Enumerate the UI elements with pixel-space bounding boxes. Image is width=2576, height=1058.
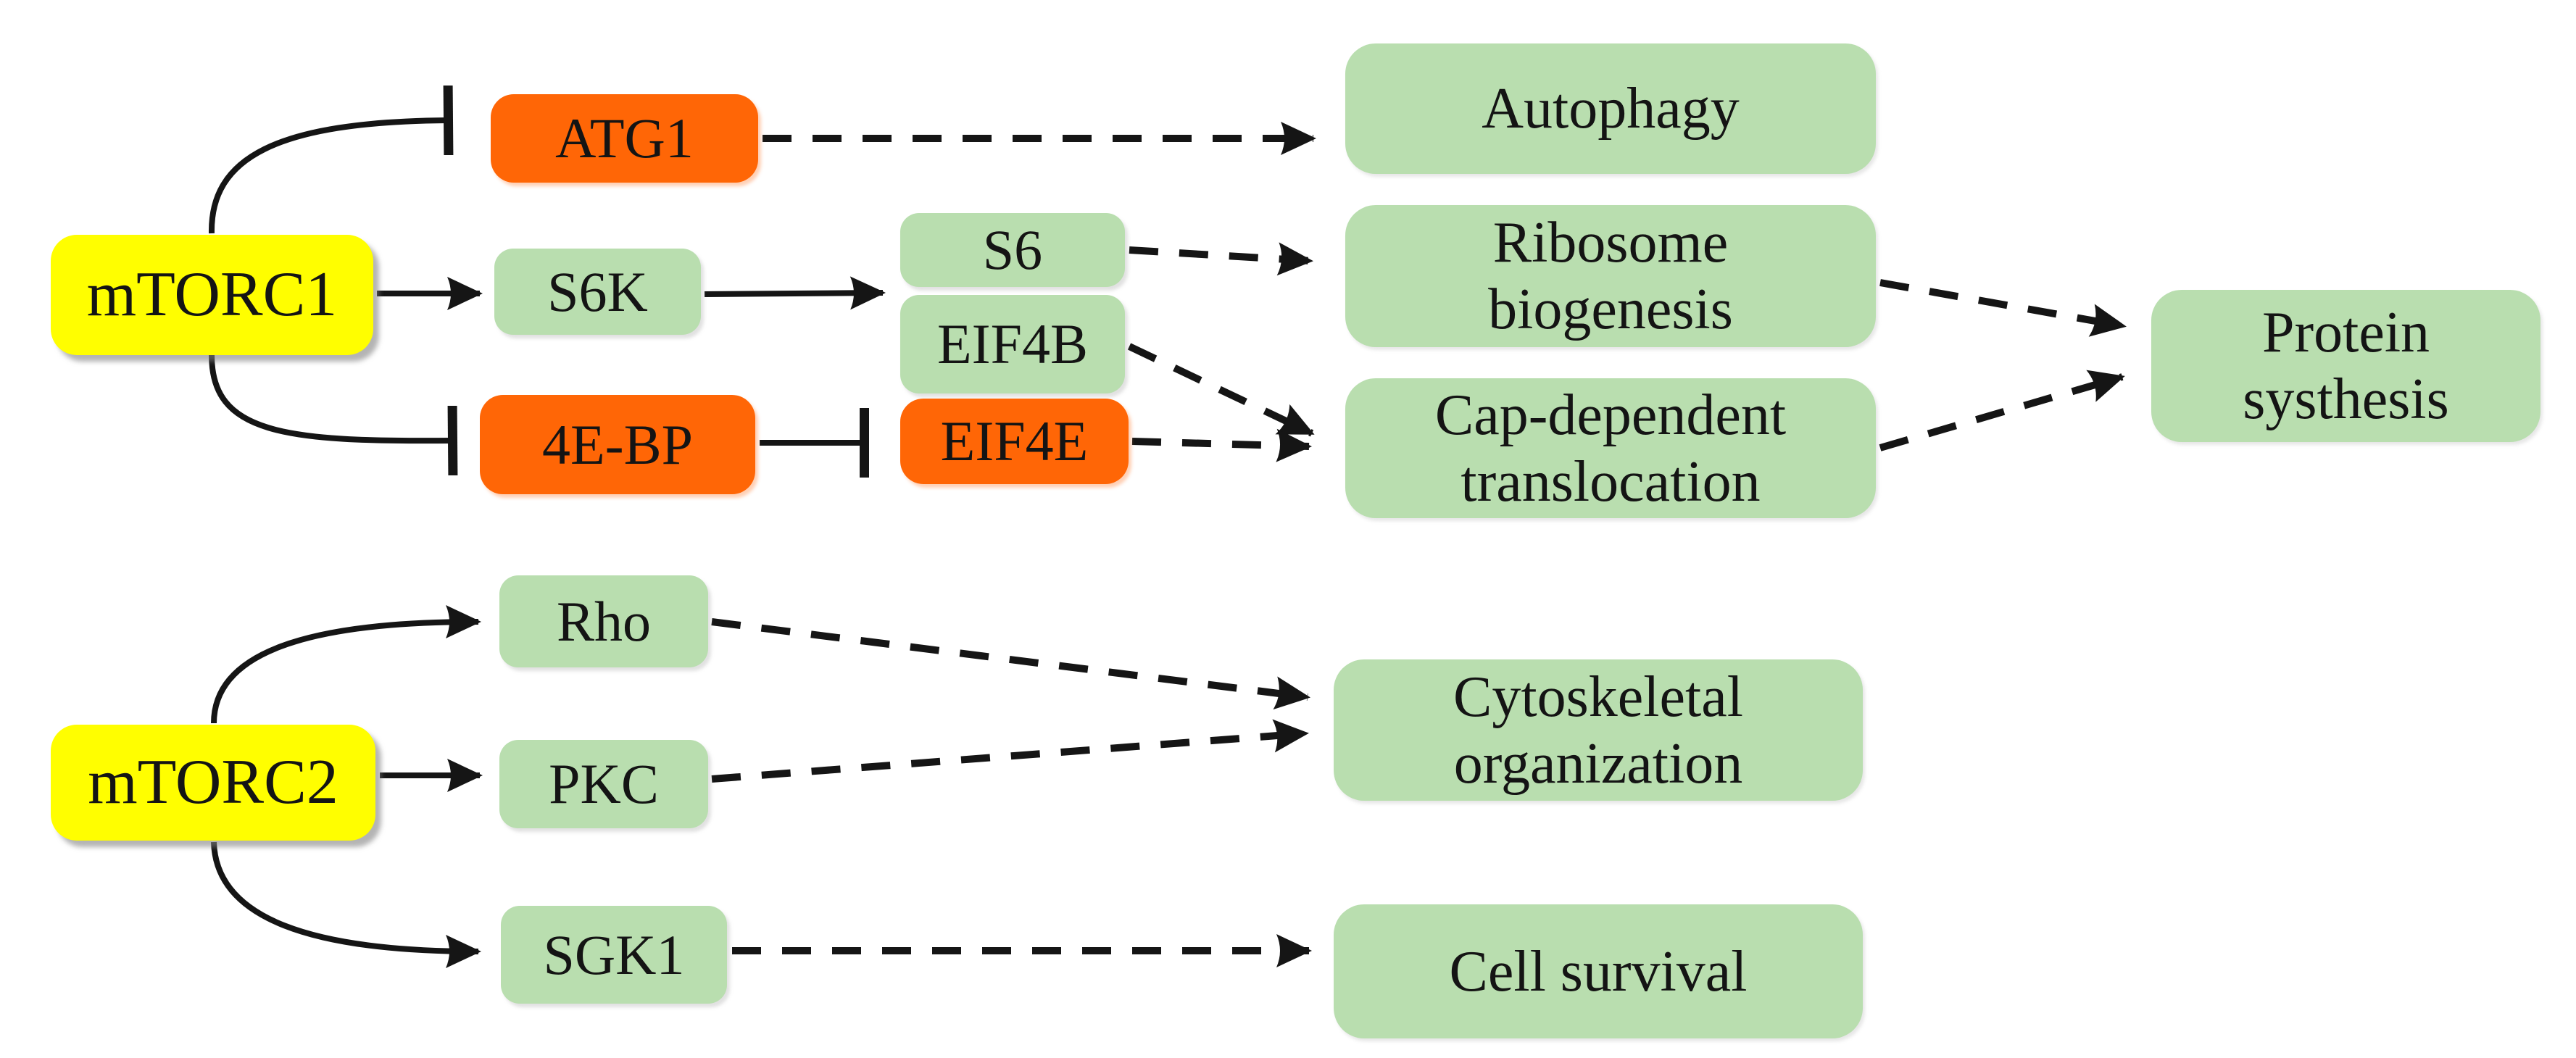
edge-eif4b-to-cap-dependent-translocation — [1127, 343, 1315, 437]
node-rho: Rho — [499, 575, 708, 667]
edge-mtorc1-to-4e-bp — [209, 354, 458, 476]
edge-rho-to-cytoskeletal-organization — [711, 618, 1310, 710]
edge-mtorc2-to-rho — [211, 605, 481, 724]
node-s6: S6 — [900, 213, 1125, 287]
edge-s6k-to-s6 — [704, 276, 886, 310]
edge-s6-to-ribosome-biogenesis — [1129, 242, 1313, 276]
node-mtorc1: mTORC1 — [51, 235, 373, 355]
node-pkc: PKC — [499, 740, 708, 828]
node-mtorc2: mTORC2 — [51, 725, 375, 841]
node-ribosome-biogenesis: Ribosome biogenesis — [1345, 205, 1876, 347]
node-cytoskeletal-organization: Cytoskeletal organization — [1334, 659, 1863, 801]
edge-eif4e-to-cap-dependent-translocation — [1131, 428, 1312, 462]
node-s6k: S6K — [494, 249, 701, 335]
edge-ribosome-biogenesis-to-protein-systhesis — [1879, 279, 2127, 337]
edge-mtorc2-to-sgk1 — [211, 841, 481, 968]
edge-mtorc1-to-atg1 — [208, 85, 454, 234]
node-protein-systhesis: Protein systhesis — [2151, 290, 2540, 442]
node-cap-dependent-translocation: Cap-dependent translocation — [1345, 378, 1876, 518]
edge-cap-dependent-translocation-to-protein-systhesis — [1879, 370, 2125, 451]
node-eif4e: EIF4E — [900, 399, 1129, 484]
node-eif4b: EIF4B — [900, 295, 1125, 393]
node-autophagy: Autophagy — [1345, 43, 1876, 174]
node-sgk1: SGK1 — [501, 906, 727, 1004]
node-cell-survival: Cell survival — [1334, 904, 1863, 1038]
node-4e-bp: 4E-BP — [480, 395, 755, 494]
node-atg1: ATG1 — [491, 94, 758, 183]
edge-pkc-to-cytoskeletal-organization — [711, 719, 1309, 783]
